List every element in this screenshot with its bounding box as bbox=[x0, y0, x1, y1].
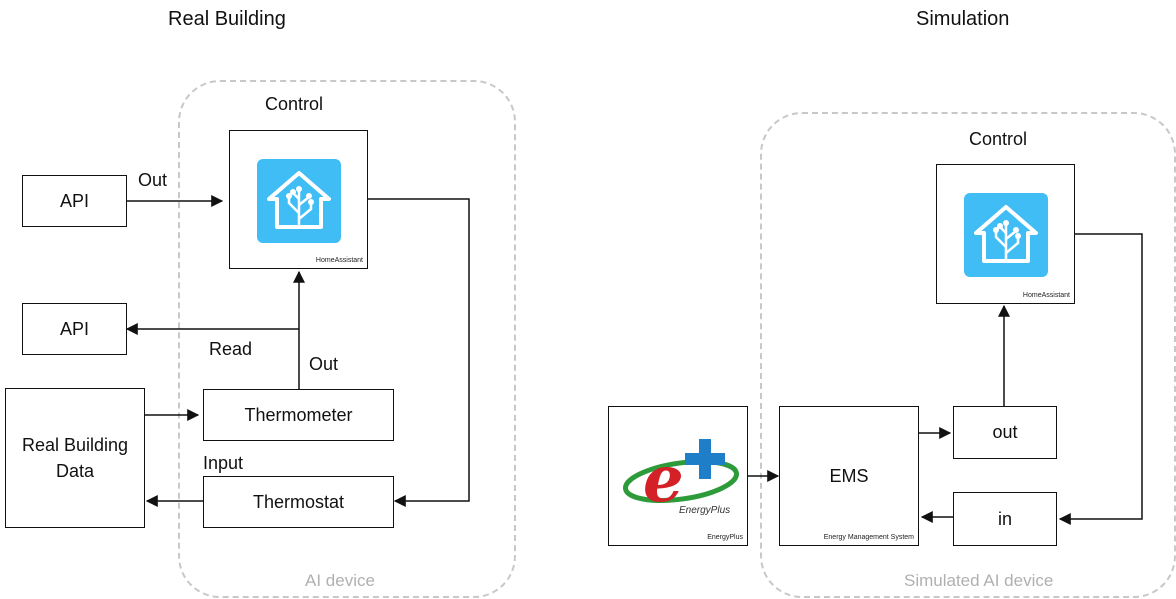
out-box: out bbox=[953, 406, 1057, 459]
left-title: Real Building bbox=[168, 8, 286, 30]
out-label-top: Out bbox=[138, 170, 168, 190]
energyplus-caption: EnergyPlus bbox=[707, 534, 743, 541]
thermometer-box: Thermometer bbox=[203, 389, 394, 441]
ai-device-group bbox=[178, 80, 516, 598]
simulated-ai-device-label: Simulated AI device bbox=[904, 571, 1054, 590]
api-box-top: API bbox=[22, 175, 127, 227]
right-title: Simulation bbox=[916, 8, 1010, 30]
input-label: Input bbox=[203, 453, 244, 473]
left-ha-caption: HomeAssistant bbox=[315, 257, 363, 264]
read-label: Read bbox=[209, 339, 253, 359]
control-to-in-arrow bbox=[1058, 233, 1143, 525]
energyplus-logo-text: EnergyPlus bbox=[679, 505, 730, 516]
right-ha-caption: HomeAssistant bbox=[1022, 292, 1070, 299]
in-box: in bbox=[953, 492, 1057, 546]
real-building-data-box: Real Building Data bbox=[5, 388, 145, 528]
home-assistant-icon bbox=[257, 159, 341, 243]
svg-text:e: e bbox=[643, 442, 684, 517]
left-homeassistant-box: HomeAssistant bbox=[229, 130, 368, 269]
energyplus-box: e EnergyPlus EnergyPlus bbox=[608, 406, 748, 546]
right-homeassistant-box: HomeAssistant bbox=[936, 164, 1075, 304]
ems-caption: Energy Management System bbox=[823, 534, 914, 541]
home-assistant-icon bbox=[964, 193, 1048, 277]
control-to-thermostat-arrow bbox=[368, 198, 470, 507]
left-control-label: Control bbox=[265, 94, 324, 114]
thermostat-box: Thermostat bbox=[203, 476, 394, 528]
right-control-label: Control bbox=[969, 129, 1028, 149]
ai-device-label: AI device bbox=[305, 571, 375, 590]
api-box-bottom: API bbox=[22, 303, 127, 355]
out-label-mid: Out bbox=[309, 354, 339, 374]
energyplus-logo: e EnergyPlus bbox=[622, 439, 740, 517]
ems-label: EMS bbox=[829, 465, 869, 486]
simulated-ai-device-group bbox=[760, 112, 1176, 598]
ems-box: EMS Energy Management System bbox=[779, 406, 919, 546]
